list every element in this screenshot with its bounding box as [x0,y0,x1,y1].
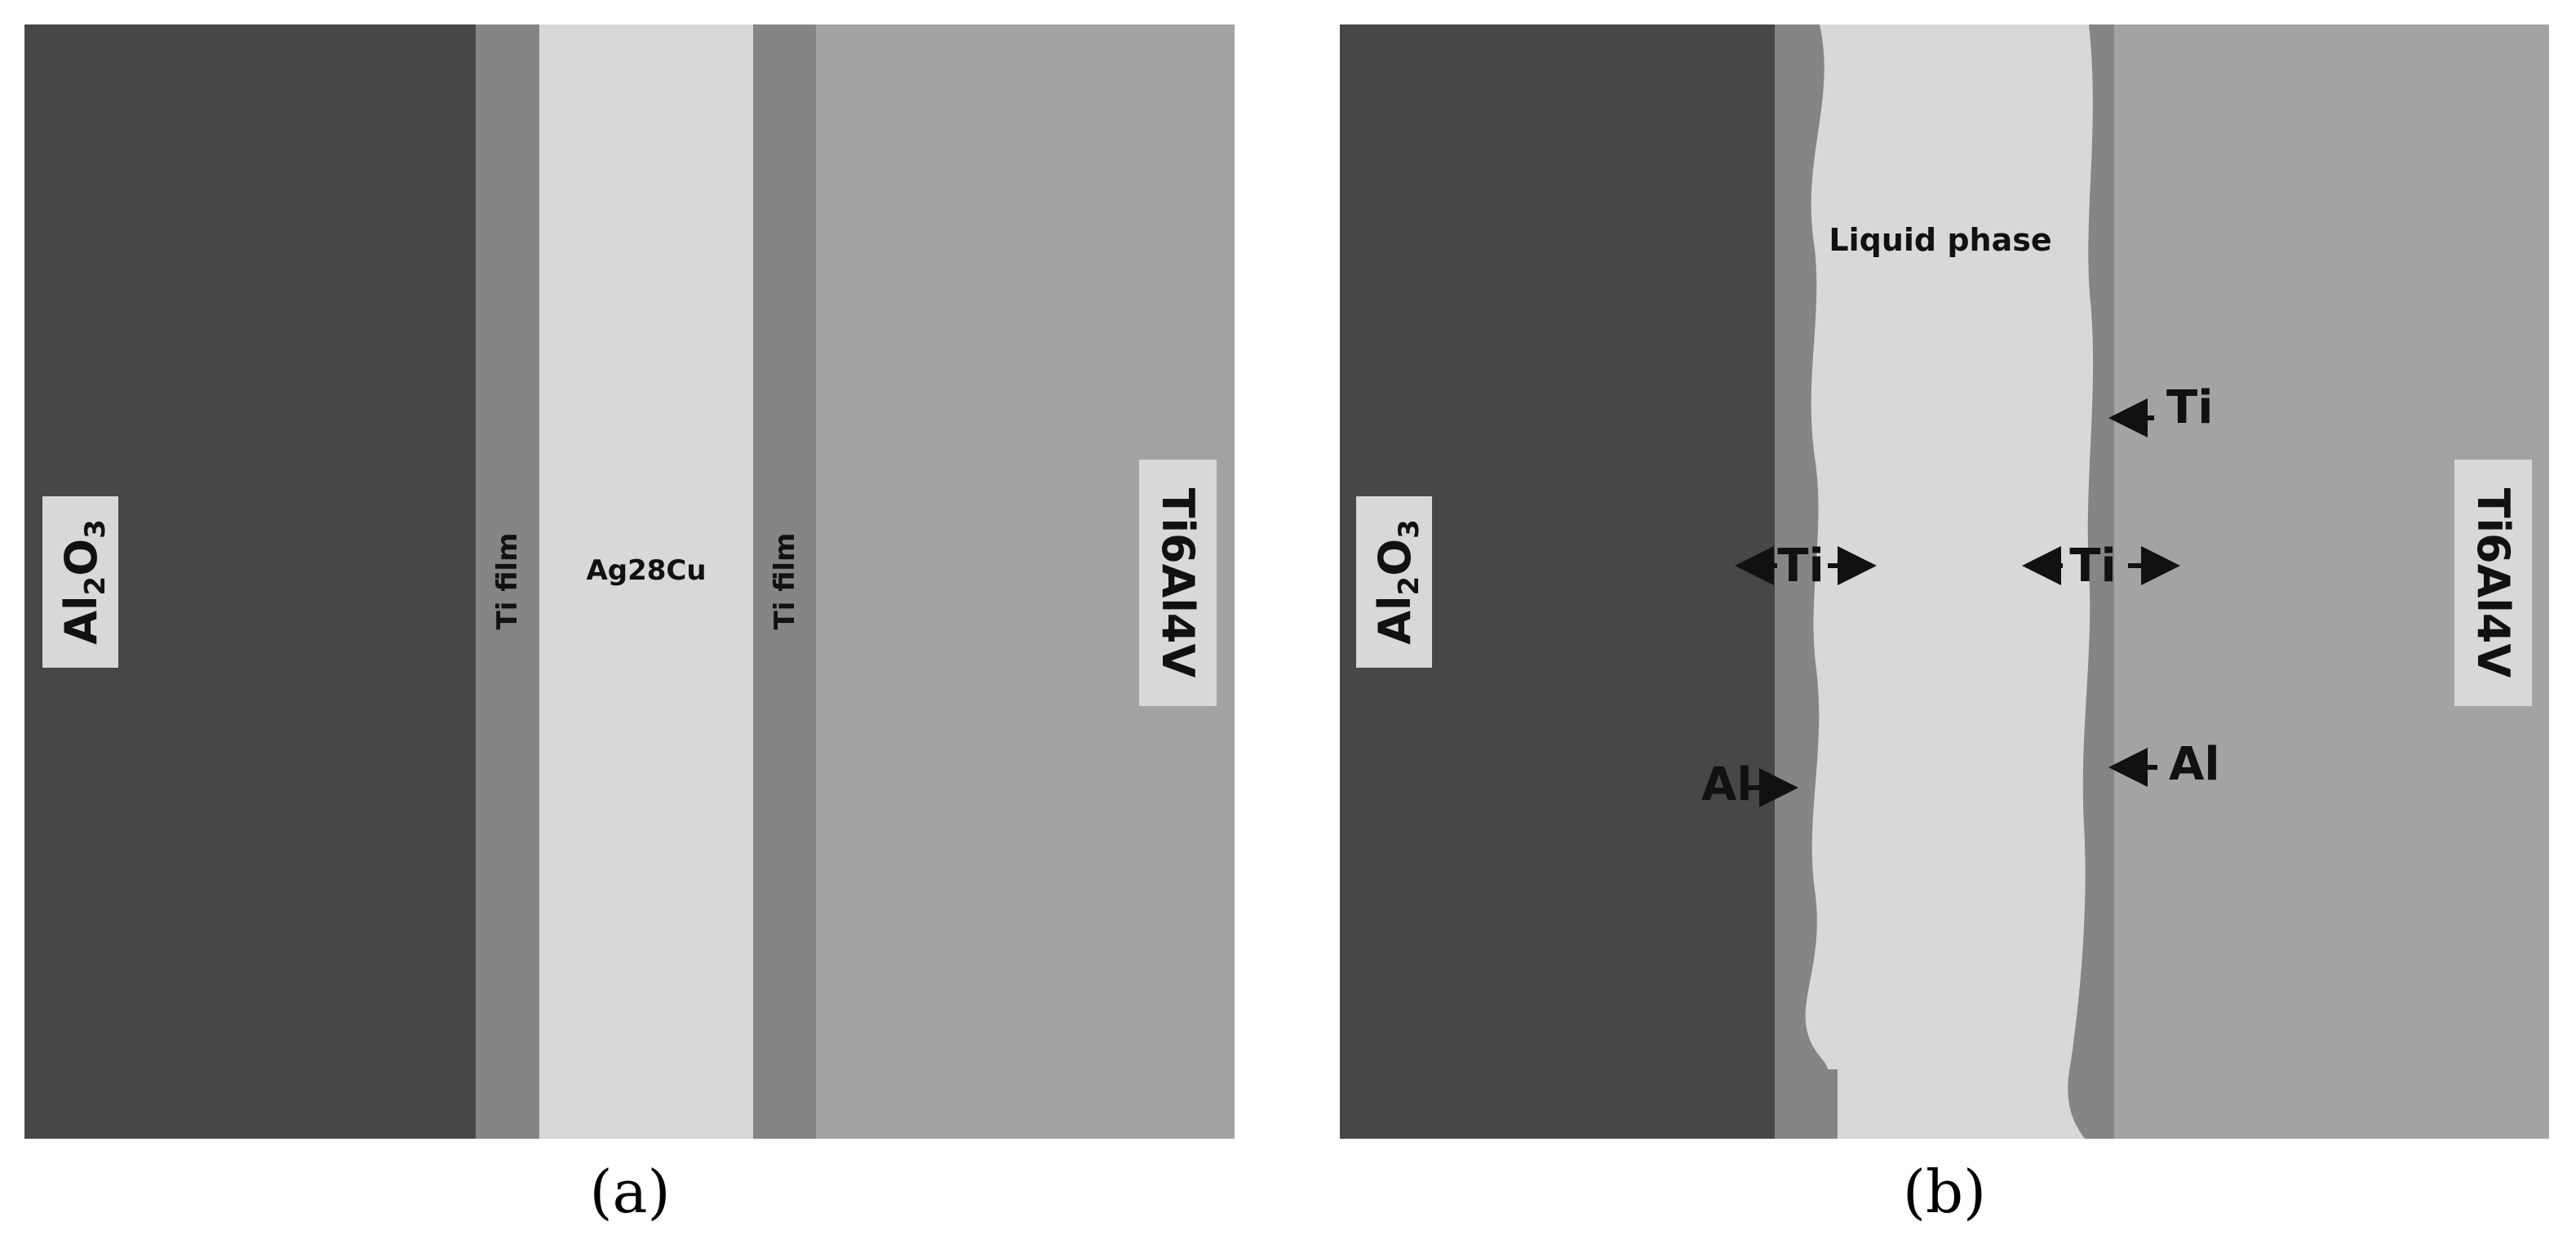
panel-b-al-left-annotation: Al [1701,758,1798,811]
panel-b-ti-right-center-annotation: Ti [2022,540,2180,593]
panel-a-caption: (a) [589,1157,670,1226]
panel-b-ti-right-top-annotation: Ti [2108,381,2213,438]
svg-text:Ti6Al4V: Ti6Al4V [1152,488,1204,678]
panel-b-ti-left-center-annotation: Ti [1735,540,1877,593]
panel-b-al-right-annotation: Al [2108,738,2220,791]
panel-a-ti-film-right-label: Ti film [769,533,801,630]
panel-b-al2o3-label: Al2O3 [1356,496,1432,668]
panel-b-liquid-phase [1805,24,2094,1139]
svg-text:Al2O3: Al2O3 [55,519,112,645]
svg-text:Al: Al [2169,738,2220,791]
panel-a-ti-film-left-label: Ti film [491,533,524,630]
panel-a-ti6al4v-label: Ti6Al4V [1139,460,1217,706]
svg-text:Al: Al [1701,758,1753,811]
panel-a-al2o3-label: Al2O3 [42,496,118,668]
svg-text:Ti: Ti [2166,381,2213,434]
svg-text:Al2O3: Al2O3 [1369,519,1425,645]
panel-b-liquid-phase-label: Liquid phase [1829,222,2051,258]
panel-b: Al2O3 Liquid phase Ti Ti Ti Al [1340,24,2549,1226]
panel-b-caption: (b) [1903,1157,1986,1226]
panel-a-filler-label: Ag28Cu [586,554,706,587]
panel-a: Al2O3 Ti film Ag28Cu Ti film Ti6Al4V (a) [24,24,1235,1226]
panel-a-ti-film-right-layer [753,24,816,1139]
panel-a-ti-film-left-layer [476,24,539,1139]
svg-text:Ti: Ti [2069,540,2116,593]
svg-text:Ti6Al4V: Ti6Al4V [2467,488,2519,678]
panel-b-ti6al4v-label: Ti6Al4V [2454,460,2532,706]
svg-text:Ti: Ti [1777,540,1824,593]
panel-a-filler-layer [539,24,753,1139]
